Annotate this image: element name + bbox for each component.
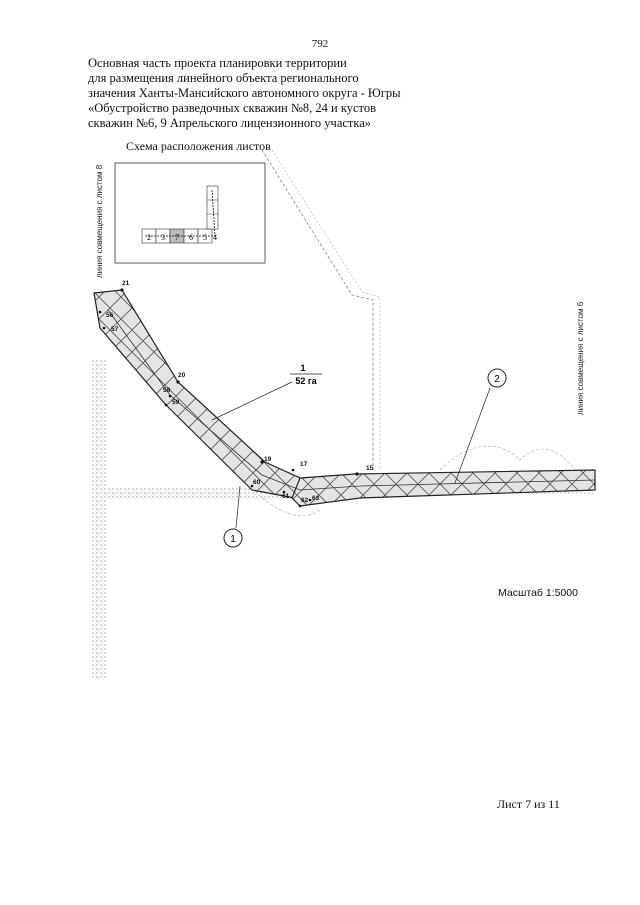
sheet-footer: Лист 7 из 11 (497, 797, 560, 811)
marker-circle (223, 528, 243, 548)
marker-label: 1 (230, 534, 236, 545)
document-title: Основная часть проекта планировки террит… (88, 56, 408, 131)
scheme-inset (114, 162, 266, 264)
match-line-right: линия совмещения с листом 6 (576, 301, 585, 415)
point-label: 59 (172, 399, 180, 406)
point-label: 20 (178, 372, 186, 379)
marker-leader (235, 485, 241, 529)
marker-leader (454, 387, 491, 484)
zone-number: 1 (300, 363, 305, 373)
point-label: 62 (301, 497, 309, 504)
corridor-zone (291, 469, 596, 507)
boundary-line (261, 149, 374, 470)
terrain-strip (92, 360, 106, 680)
marker-label: 2 (494, 374, 500, 385)
title-line: скважин №6, 9 Апрельского лицензионного … (88, 116, 372, 130)
scheme-sheet-label: 5 (203, 233, 207, 242)
zone-area: 52 га (295, 376, 317, 386)
scheme-title: Схема расположения листов (126, 139, 271, 153)
boundary-line (271, 149, 381, 470)
page-number: 792 (311, 38, 329, 50)
point-label: 58 (163, 387, 171, 394)
point-label: 15 (366, 465, 374, 472)
boundary-points (98, 288, 359, 508)
callout-leader (211, 381, 293, 421)
contour-line (439, 445, 576, 471)
title-line: для размещения линейного объекта региона… (88, 71, 359, 85)
scheme-sheets (141, 185, 219, 244)
point-label: 61 (282, 493, 290, 500)
point-label: 60 (253, 479, 261, 486)
title-line: значения Ханты-Мансийского автономного о… (88, 86, 401, 100)
point-label: 57 (111, 326, 119, 333)
point-label: 19 (264, 456, 272, 463)
title-line: Основная часть проекта планировки террит… (88, 56, 347, 70)
scheme-sheet-label: 6 (189, 233, 193, 242)
title-line: «Обустройство разведочных скважин №8, 24… (88, 101, 377, 115)
corridor-zone (93, 289, 301, 499)
point-label: 56 (106, 312, 114, 319)
scheme-sheet-label: 7 (175, 233, 179, 242)
point-label: 17 (300, 461, 308, 468)
marker-circle (487, 368, 507, 388)
corridor-axis (107, 309, 596, 491)
scheme-sheet-label: 3 (161, 233, 165, 242)
point-label: 63 (312, 495, 320, 502)
point-label: 21 (122, 280, 130, 287)
scheme-sheet-label: 2 (147, 233, 151, 242)
scale-label: Масштаб 1:5000 (498, 587, 578, 599)
match-line-left: линия совмещения с листом 8 (95, 164, 104, 278)
scheme-sheet-label: 4 (213, 233, 217, 242)
